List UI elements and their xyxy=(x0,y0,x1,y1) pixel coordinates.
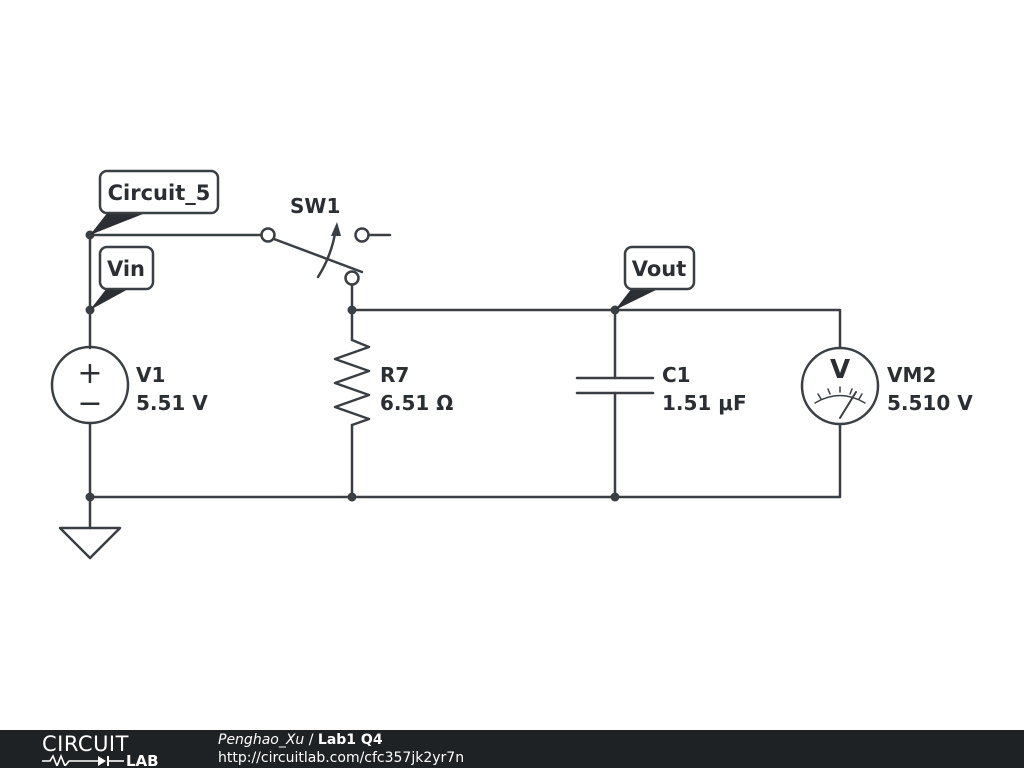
switch-name-label: SW1 xyxy=(290,194,340,218)
switch-blade xyxy=(272,237,364,274)
voltage-source-icon xyxy=(50,345,130,425)
voltmeter-symbol: V xyxy=(830,355,850,385)
source-name-label: V1 xyxy=(136,363,165,387)
voltmeter-scale-icon xyxy=(814,394,866,404)
switch-terminal-open xyxy=(354,227,370,243)
voltmeter-vm2[interactable]: V VM2 5.510 V xyxy=(800,346,973,426)
switch-terminal-common xyxy=(260,227,276,243)
net-tag-label: Vout xyxy=(632,257,687,281)
net-tag-box xyxy=(98,169,220,215)
net-tag-label: Vin xyxy=(107,257,145,281)
logo-diode-icon xyxy=(98,756,109,766)
net-tag-pointer-icon xyxy=(90,212,148,235)
switch-sw1[interactable]: SW1 xyxy=(260,194,370,286)
footer-url[interactable]: http://circuitlab.com/cfc357jk2yr7n xyxy=(218,750,465,766)
junction-dot xyxy=(85,492,95,502)
wires xyxy=(88,233,842,530)
junction-dot xyxy=(610,492,620,502)
logo-top-text: CIRCUIT xyxy=(42,732,129,756)
switch-terminal-closed xyxy=(344,270,360,286)
footer-title-line: Penghao_Xu / Lab1 Q4 xyxy=(218,731,464,749)
footer-separator: / xyxy=(304,732,318,748)
circuitlab-logo[interactable]: CIRCUIT LAB xyxy=(40,732,180,766)
footer-info: Penghao_Xu / Lab1 Q4 http://circuitlab.c… xyxy=(218,731,464,767)
voltage-source-v1[interactable]: + − V1 5.51 V xyxy=(50,345,208,425)
junction-dot xyxy=(347,492,357,502)
footer-author-link[interactable]: Penghao_Xu xyxy=(218,732,305,748)
source-value-label: 5.51 V xyxy=(136,391,208,415)
voltmeter-needle-icon xyxy=(839,391,857,419)
capacitor-c1[interactable]: C1 1.51 μF xyxy=(575,363,747,415)
capacitor-value-label: 1.51 μF xyxy=(662,391,747,415)
voltmeter-name-label: VM2 xyxy=(887,363,936,387)
net-tag-pointer-icon xyxy=(90,288,130,310)
footer-bar: CIRCUIT LAB Penghao_Xu / Lab1 Q4 http://… xyxy=(0,730,1024,768)
resistor-name-label: R7 xyxy=(380,363,409,387)
resistor-value-label: 6.51 Ω xyxy=(380,391,453,415)
net-tag-vin[interactable]: Vin xyxy=(90,245,155,310)
source-plus-sign: + xyxy=(77,356,102,391)
resistor-icon xyxy=(333,338,371,427)
net-tag-pointer-icon xyxy=(615,288,660,310)
net-tag-vout[interactable]: Vout xyxy=(615,245,696,310)
resistor-r7[interactable]: R7 6.51 Ω xyxy=(333,338,453,427)
voltmeter-icon xyxy=(800,346,880,426)
capacitor-name-label: C1 xyxy=(662,363,691,387)
net-tag-box xyxy=(623,245,696,291)
junction-dot xyxy=(347,305,357,315)
net-tag-label: Circuit_5 xyxy=(108,181,211,205)
switch-arrow-head-icon xyxy=(331,222,341,236)
net-tag-circuit[interactable]: Circuit_5 xyxy=(90,169,220,235)
logo-bottom-text: LAB xyxy=(126,752,159,766)
schematic-canvas: + − V1 5.51 V SW1 R7 6.51 Ω C1 1.51 μF V… xyxy=(50,169,973,560)
voltmeter-ticks-icon xyxy=(817,386,863,400)
footer-circuit-title[interactable]: Lab1 Q4 xyxy=(317,732,383,748)
logo-waveform-icon xyxy=(42,753,98,766)
wire-top-right xyxy=(350,308,842,350)
source-minus-sign: − xyxy=(77,386,102,421)
net-tag-box xyxy=(98,245,155,291)
capacitor-icon xyxy=(575,376,655,395)
ground-icon[interactable] xyxy=(58,526,122,560)
voltmeter-value-label: 5.510 V xyxy=(887,391,973,415)
wire-bottom-rail xyxy=(88,423,842,499)
